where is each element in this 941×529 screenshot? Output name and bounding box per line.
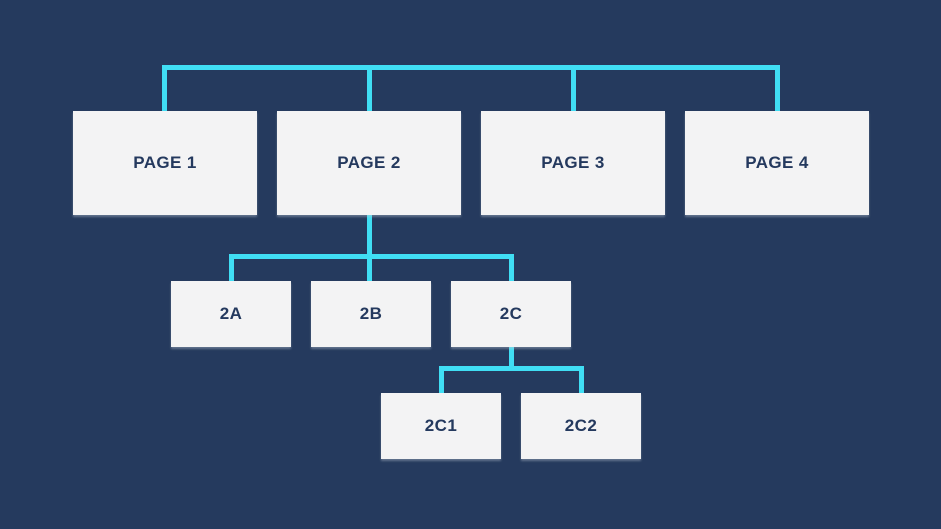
node-page4-label: PAGE 4	[745, 153, 809, 172]
node-2b-label: 2B	[359, 304, 383, 323]
connector-top-horizontal	[162, 65, 780, 70]
connector-sub-horizontal	[228, 254, 514, 259]
connector-drop-page2	[366, 65, 372, 111]
connector-drop-page1	[162, 65, 167, 111]
connector-stem-2c	[508, 347, 514, 371]
node-2a: 2A	[171, 281, 291, 347]
node-2c2-label: 2C2	[564, 416, 598, 435]
node-2c-label: 2C	[499, 304, 523, 323]
node-page4: PAGE 4	[685, 111, 869, 215]
connector-drop-2a	[228, 254, 234, 281]
node-page1-label: PAGE 1	[133, 153, 197, 172]
node-page3: PAGE 3	[481, 111, 665, 215]
node-page2: PAGE 2	[277, 111, 461, 215]
node-2b: 2B	[311, 281, 431, 347]
node-2c: 2C	[451, 281, 571, 347]
node-page2-label: PAGE 2	[337, 153, 401, 172]
connector-sub2-horizontal	[438, 366, 584, 371]
connector-drop-page3	[570, 65, 576, 111]
node-page1: PAGE 1	[73, 111, 257, 215]
node-2c1: 2C1	[381, 393, 501, 459]
connector-drop-2c2	[578, 366, 584, 393]
connector-drop-2c	[508, 254, 514, 281]
connector-drop-page4	[775, 65, 780, 111]
connector-drop-2c1	[438, 366, 444, 393]
node-page3-label: PAGE 3	[541, 153, 605, 172]
connector-stem-page2	[366, 215, 372, 281]
node-2c2: 2C2	[521, 393, 641, 459]
node-2a-label: 2A	[219, 304, 243, 323]
node-2c1-label: 2C1	[424, 416, 458, 435]
